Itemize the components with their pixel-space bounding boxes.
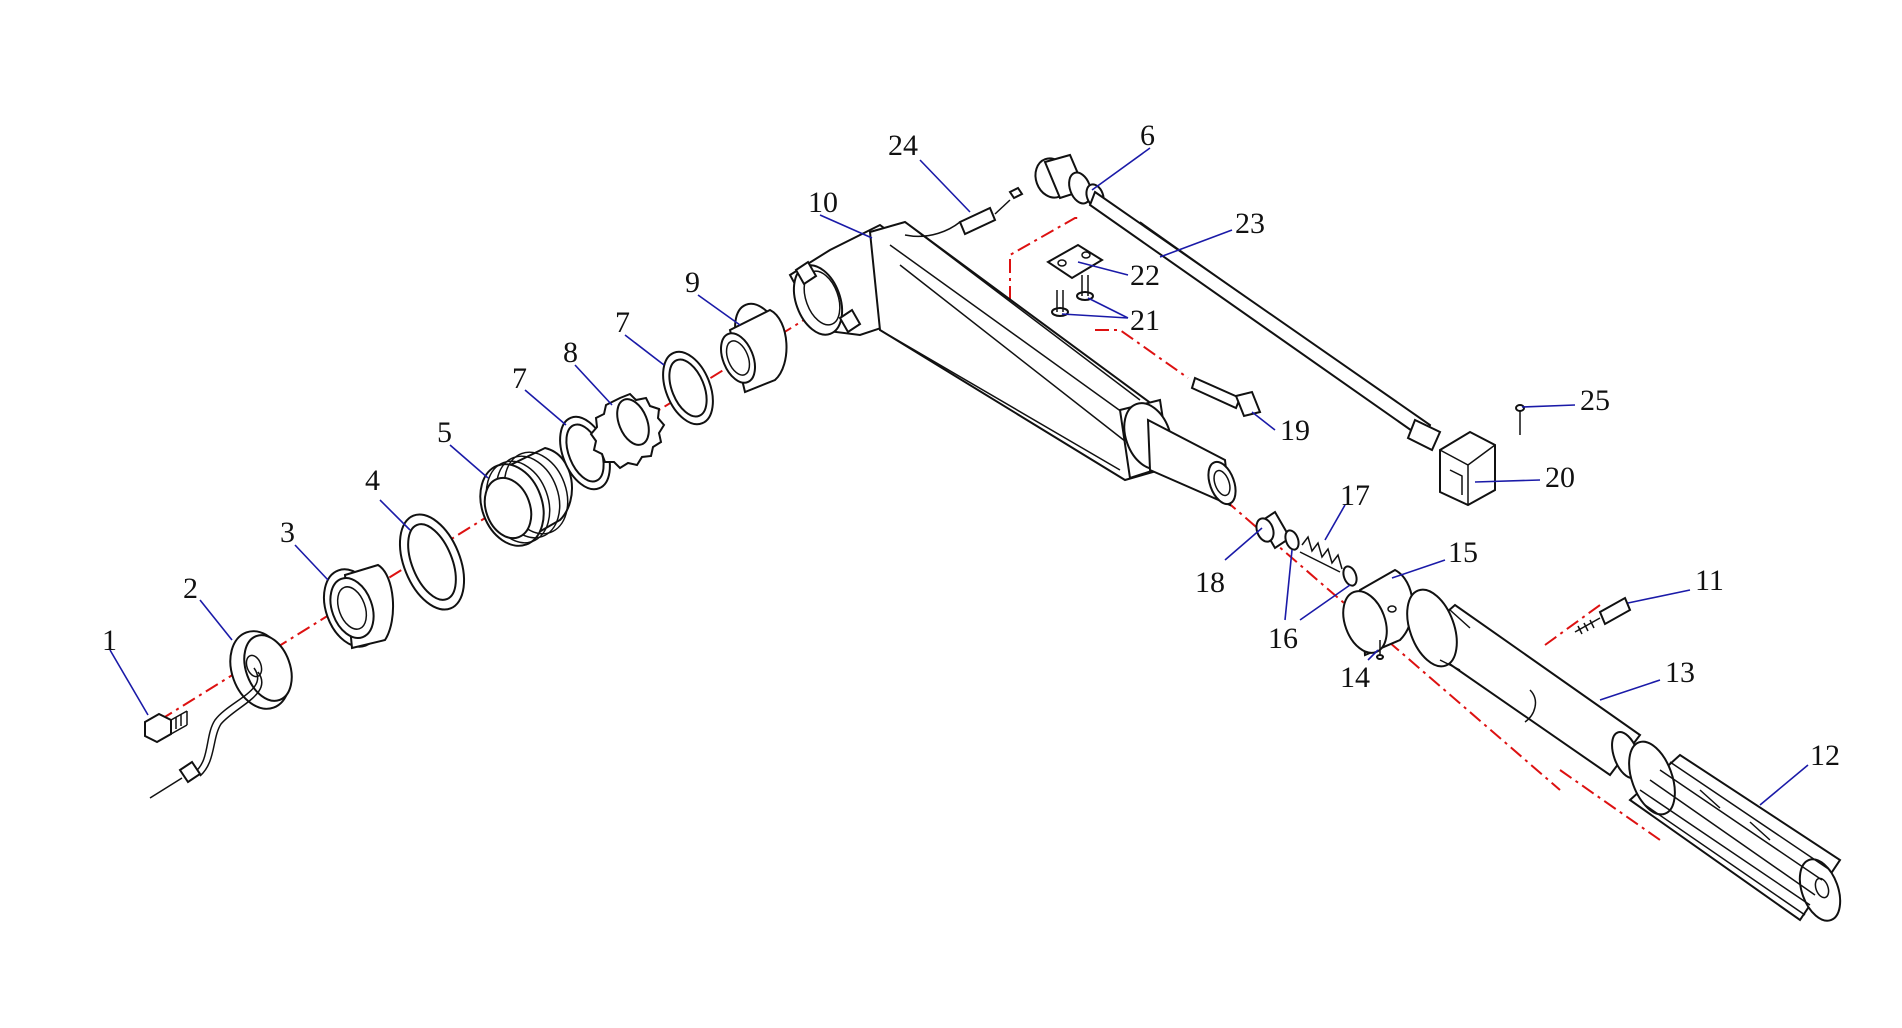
leader-6 — [1091, 147, 1151, 191]
leader-1 — [109, 649, 149, 716]
callout-10: 10 — [808, 186, 838, 219]
part-19-pin-bolt — [1190, 376, 1262, 418]
callout-2: 2 — [183, 572, 198, 605]
part-10-arm-housing — [788, 220, 1237, 507]
callout-15: 15 — [1448, 536, 1478, 569]
callout-3: 3 — [280, 516, 295, 549]
leader-10 — [819, 214, 873, 239]
callout-8: 8 — [563, 336, 578, 369]
callout-16: 16 — [1268, 622, 1298, 655]
callout-5: 5 — [437, 416, 452, 449]
callout-1: 1 — [102, 624, 117, 657]
leader-12 — [1759, 764, 1809, 806]
leader-7b — [624, 334, 665, 366]
callout-7a: 7 — [512, 362, 527, 395]
leader-14 — [1367, 649, 1379, 661]
callout-19: 19 — [1280, 414, 1310, 447]
callout-14: 14 — [1340, 661, 1370, 694]
part-9-flanged-sleeve — [720, 302, 788, 394]
callout-9: 9 — [685, 266, 700, 299]
callout-11: 11 — [1695, 564, 1724, 597]
callout-7b: 7 — [615, 306, 630, 339]
axis-top-bracket — [1009, 217, 1080, 300]
leader-17 — [1324, 504, 1346, 541]
part-22-plate — [1046, 243, 1104, 280]
leader-lines — [109, 147, 1809, 806]
axis-right-lower — [1224, 499, 1561, 791]
leader-16 — [1284, 549, 1351, 621]
leader-7a — [524, 389, 567, 426]
callout-22: 22 — [1130, 259, 1160, 292]
leader-23 — [1159, 229, 1233, 258]
part-24-cable-connector — [958, 186, 1024, 236]
callout-20: 20 — [1545, 461, 1575, 494]
part-11-screw — [1574, 596, 1632, 635]
callout-23: 23 — [1235, 207, 1265, 240]
callout-6: 6 — [1140, 119, 1155, 152]
part-8-lock-washer — [589, 392, 666, 470]
callout-21: 21 — [1130, 304, 1160, 337]
part-2-flange-with-lead — [149, 630, 293, 799]
callout-17: 17 — [1340, 479, 1370, 512]
leader-13 — [1599, 679, 1661, 701]
part-17-spring — [1299, 535, 1343, 573]
leader-22 — [1077, 261, 1129, 276]
part-5-bearing — [479, 446, 573, 547]
part-7b-o-ring — [662, 350, 714, 426]
axis-screw-11 — [1544, 604, 1601, 646]
callout-4: 4 — [365, 464, 380, 497]
leader-9 — [697, 294, 741, 326]
part-21-screws — [1051, 275, 1094, 317]
leader-3 — [294, 544, 329, 581]
leader-8 — [574, 364, 613, 406]
part-12-knurled-grip — [1628, 740, 1842, 922]
leader-2 — [199, 599, 233, 641]
leader-4 — [379, 499, 411, 531]
callout-24: 24 — [888, 129, 918, 162]
callout-18: 18 — [1195, 566, 1225, 599]
callout-12: 12 — [1810, 739, 1840, 772]
leader-24 — [919, 159, 971, 213]
part-18-bushing — [1255, 510, 1292, 550]
part-1-hex-bolt — [144, 710, 188, 744]
part-4-washer — [398, 513, 466, 611]
callout-25: 25 — [1580, 384, 1610, 417]
leader-15 — [1391, 559, 1446, 579]
leader-19 — [1251, 411, 1276, 431]
part-16-washers — [1284, 529, 1358, 587]
part-25-pin — [1515, 404, 1525, 435]
leader-20 — [1474, 479, 1541, 483]
callout-13: 13 — [1665, 656, 1695, 689]
leader-18 — [1224, 527, 1263, 561]
leader-11 — [1627, 589, 1691, 604]
axis-screws-21 — [1095, 329, 1189, 379]
leader-25 — [1521, 404, 1576, 408]
axis-grip — [1559, 769, 1661, 841]
leader-21 — [1061, 297, 1129, 319]
part-3-flanged-bushing — [322, 563, 395, 650]
leader-5 — [449, 444, 489, 479]
part-14-set-screw — [1376, 640, 1384, 660]
part-23-shaft — [1088, 190, 1442, 452]
part-15-collar — [1342, 568, 1414, 657]
callout-labels: 1 2 3 4 5 6 7 7 8 9 10 11 12 13 14 15 16… — [102, 119, 1840, 772]
part-20-clamp-block — [1439, 430, 1496, 507]
